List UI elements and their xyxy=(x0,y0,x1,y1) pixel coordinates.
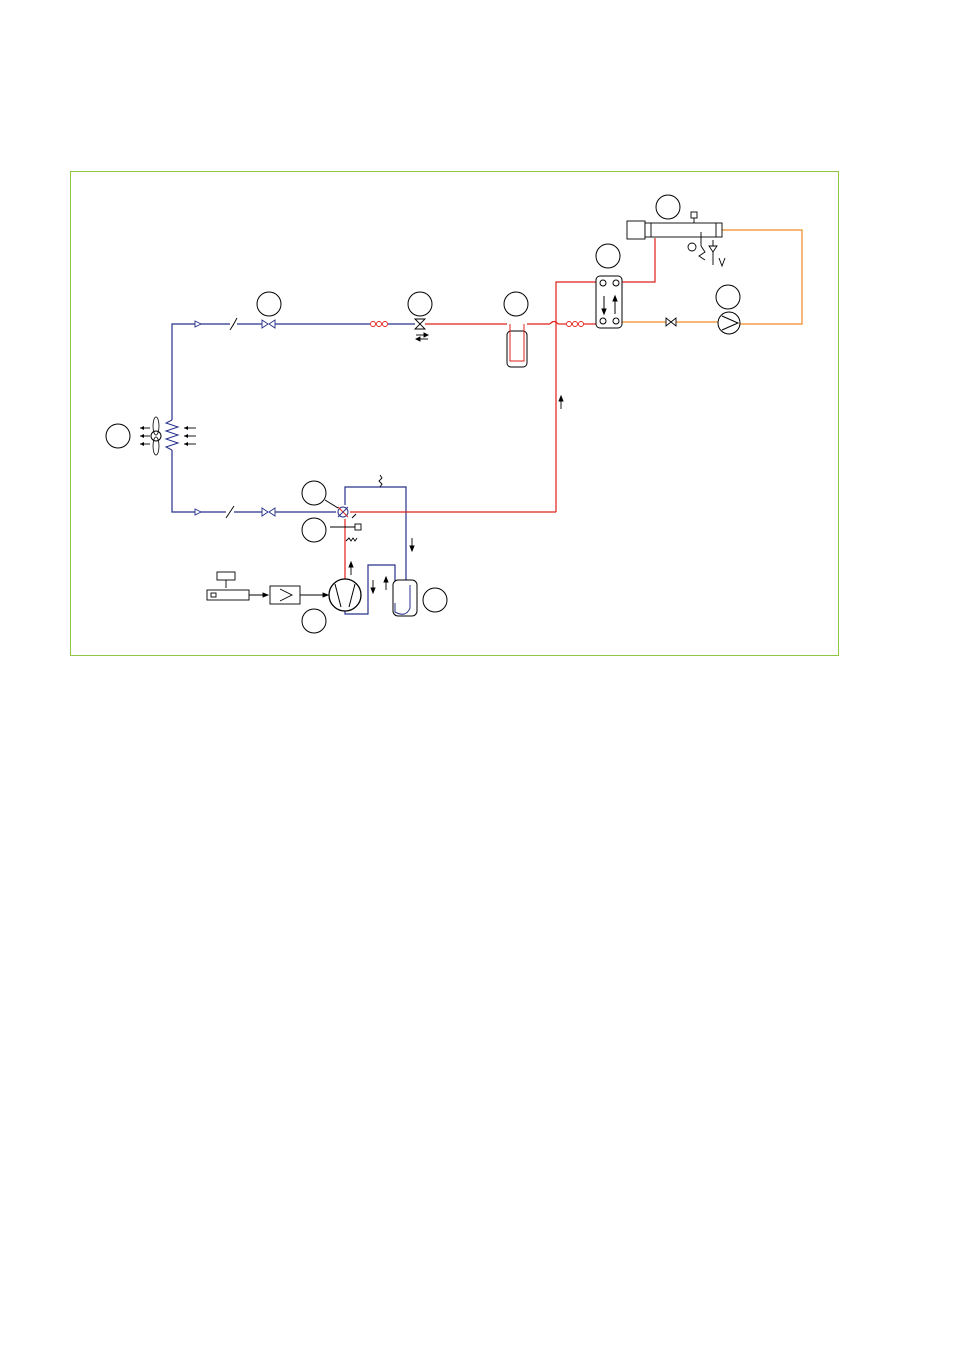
callout-four-way-valve xyxy=(301,480,327,506)
strainer-icon-2 xyxy=(566,321,584,327)
callout-expansion-valve xyxy=(407,291,433,317)
hot-line-piping xyxy=(344,238,656,580)
callout-water-pump xyxy=(715,284,741,310)
callout-markers xyxy=(105,194,741,634)
capillary-icon xyxy=(378,474,383,488)
electric-heater-icon xyxy=(626,211,726,268)
flow-arrows xyxy=(348,394,564,595)
compressor-icon xyxy=(328,578,362,612)
service-valve-icons xyxy=(194,317,276,519)
expansion-valve-icon xyxy=(413,318,430,342)
accumulator-icon xyxy=(392,579,418,617)
callout-service-valve xyxy=(256,291,282,317)
strainer-icon xyxy=(370,321,388,327)
plate-heat-exchanger-icon xyxy=(595,275,623,329)
callout-electric-heater xyxy=(655,194,681,220)
callout-pressure-sensor xyxy=(301,517,327,543)
receiver-icon xyxy=(506,324,528,368)
air-coil-fan-icon xyxy=(140,416,196,456)
callout-plate-heat-exchanger xyxy=(595,243,621,269)
water-pump-icon xyxy=(717,311,741,335)
water-valve-icon xyxy=(665,317,677,327)
callout-compressor xyxy=(301,608,327,634)
callout-receiver xyxy=(503,291,529,317)
pressure-sensor-icon xyxy=(330,523,362,542)
callout-accumulator xyxy=(422,587,448,613)
cold-line-piping xyxy=(171,323,415,615)
inverter-driver-icon xyxy=(206,571,330,605)
water-line-piping xyxy=(622,229,803,325)
callout-air-coil-fan xyxy=(105,423,131,449)
four-way-valve-icon xyxy=(337,506,357,519)
diagram-frame xyxy=(70,171,839,656)
